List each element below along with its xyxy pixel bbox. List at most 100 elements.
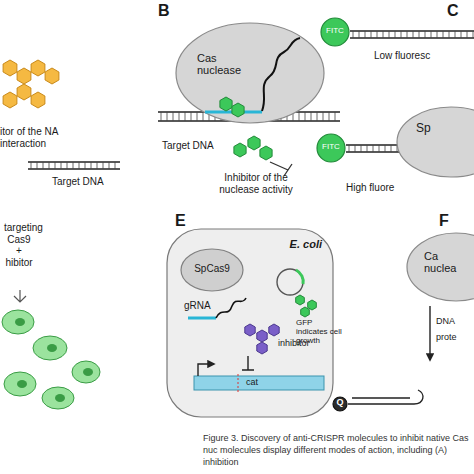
dna-rung (437, 31, 438, 38)
dna-rung (373, 145, 374, 152)
dna-rung (109, 162, 110, 169)
inhibition-bar (242, 356, 254, 370)
dna-rung (419, 31, 420, 38)
dna-rung (353, 31, 354, 38)
node-label: E. coli (262, 238, 322, 250)
figure-caption: Figure 3. Discovery of anti-CRISPR molec… (203, 432, 471, 468)
dna-rung (467, 31, 468, 38)
dna-rung (79, 162, 80, 169)
inhibitor-molecule (31, 92, 45, 108)
dna-rung (449, 31, 450, 38)
dna-rung (37, 162, 38, 169)
cell-nucleus (17, 380, 27, 388)
dna-rung (425, 31, 426, 38)
dna-ladder (350, 31, 474, 38)
cell (4, 372, 36, 396)
node-label: FITC (316, 143, 346, 152)
inhibitor-molecule (3, 60, 17, 76)
dna-rung (299, 112, 300, 121)
nuclease-inhibitor (234, 143, 246, 157)
cell (33, 336, 67, 360)
annotation-text: DNA (436, 316, 455, 326)
dna-rung (367, 145, 368, 152)
dna-rung (323, 112, 324, 121)
cat-gene (194, 376, 324, 390)
flow-arrow (14, 290, 26, 302)
dna-rung (73, 162, 74, 169)
cell (72, 361, 100, 383)
grna-spacer (188, 317, 216, 320)
protein-blob: Sp (396, 106, 474, 178)
node-label: FITC (320, 27, 350, 36)
cell-nucleus (15, 318, 25, 326)
target-site (238, 374, 239, 392)
dna-rung (377, 31, 378, 38)
panel-letter: E (175, 212, 186, 230)
blob-outline (333, 397, 347, 411)
dna-rung (161, 112, 162, 121)
annotation-text: Inhibitor of the nuclease activity (208, 172, 304, 195)
dna-rung (305, 112, 306, 121)
nuclease-inhibitor (220, 97, 232, 111)
inhibitor-molecule (257, 342, 267, 354)
dna-rung (383, 31, 384, 38)
blob-outline (321, 18, 349, 46)
dna-rung (365, 31, 366, 38)
inhibitor-molecule (17, 84, 31, 100)
dna-rung (389, 31, 390, 38)
annotation-text: targeting Cas9 + hibitor (4, 222, 34, 268)
node-label: Sp (416, 122, 456, 135)
dna-rung (329, 112, 330, 121)
dna-rung (97, 162, 98, 169)
dna-rung (361, 145, 362, 152)
node-label: Cas nuclease (197, 52, 249, 76)
dna-rung (359, 31, 360, 38)
cell-nucleus (55, 394, 65, 402)
protein-blob: Q (332, 396, 348, 412)
protein-blob: Cas nuclease (175, 22, 325, 124)
dna-rung (167, 112, 168, 121)
cell (42, 387, 74, 409)
plasmid (277, 269, 303, 295)
inhibitor-molecule (31, 60, 45, 76)
inhibitor-molecule (269, 324, 279, 336)
dna-strand (28, 168, 120, 169)
protein-blob: Ca nuclea (406, 232, 474, 302)
annotation-text: cat (246, 377, 258, 387)
dna-rung (31, 162, 32, 169)
dna-rung (61, 162, 62, 169)
dna-rung (385, 145, 386, 152)
annotation-text: Target DNA (162, 140, 214, 152)
inhibitor-molecule (257, 330, 267, 342)
dna-rung (371, 31, 372, 38)
dna-rung (455, 31, 456, 38)
node-outline (396, 106, 474, 178)
nuclease-inhibitor (260, 146, 272, 160)
dna-rung (413, 31, 414, 38)
blob-outline (176, 23, 324, 123)
annotation-text: gRNA (184, 300, 211, 312)
annotation-text: inhibitor (278, 338, 310, 348)
gfp-protein (308, 300, 317, 310)
dna-rung (43, 162, 44, 169)
process-arrow (429, 306, 430, 360)
panel-letter: F (439, 212, 449, 230)
guide-rna (262, 38, 300, 111)
panel-letter: C (447, 2, 459, 20)
dna-rung (67, 162, 68, 169)
dna-rung (103, 162, 104, 169)
inhibitor-molecule (17, 68, 31, 84)
protein-blob: FITC (320, 17, 350, 47)
dna-rung (85, 162, 86, 169)
dna-rung (349, 145, 350, 152)
protein-blob: SpCas9 (180, 248, 244, 292)
dna-rung (379, 145, 380, 152)
gfp-protein (296, 295, 305, 305)
dna-strand (28, 161, 120, 162)
protein-blob: FITC (316, 133, 346, 163)
inhibitor-molecule (245, 324, 255, 336)
node-label: SpCas9 (180, 263, 244, 274)
